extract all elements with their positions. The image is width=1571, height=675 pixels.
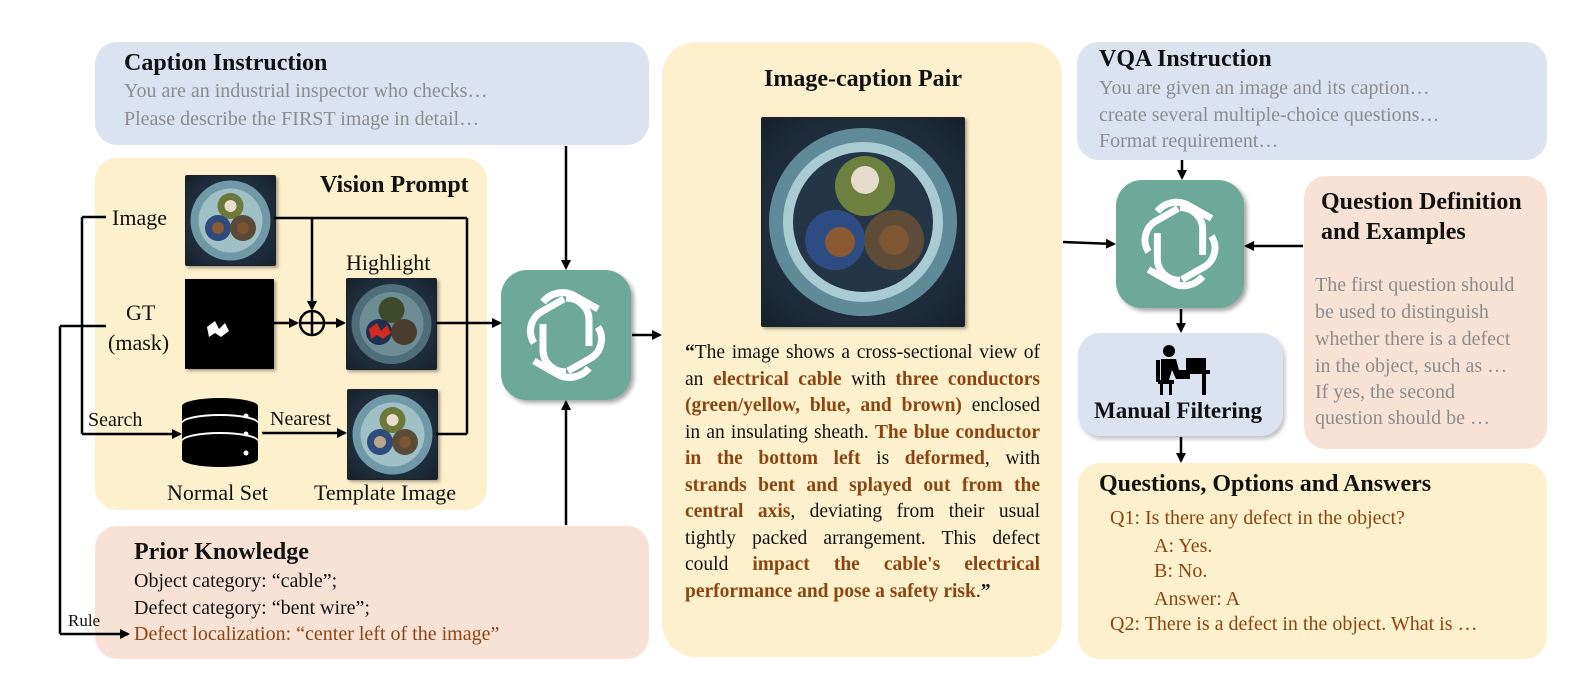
question-definition-line5: If yes, the second (1315, 381, 1455, 403)
openai-logo-icon (527, 289, 605, 381)
manual-filtering-label: Manual Filtering (1094, 398, 1263, 423)
caption-highlight-segment: The blue conductor in the bottom left (685, 421, 1041, 470)
gpt-icon-right (1116, 180, 1244, 308)
qoa-title: Questions, Options and Answers (1099, 471, 1432, 497)
caption-text: “The image shows a cross-sectional view … (685, 340, 1040, 605)
qoa-q2: Q2: There is a defect in the object. Wha… (1110, 613, 1478, 635)
nearest-label: Nearest (270, 408, 332, 430)
question-definition-line3: whether there is a defect (1315, 328, 1511, 350)
vqa-instruction-panel (1077, 42, 1547, 160)
qoa-q1: Q1: Is there any defect in the object? (1110, 507, 1405, 529)
qoa-panel (1078, 463, 1547, 659)
vqa-instruction-title: VQA Instruction (1099, 46, 1272, 72)
vision-prompt-title: Vision Prompt (320, 172, 469, 198)
question-definition-title-line2: and Examples (1321, 219, 1466, 245)
caption-segment: is (860, 448, 905, 469)
qoa-option-a: A: Yes. (1154, 535, 1213, 557)
question-definition-line6: question should be … (1315, 407, 1490, 429)
image-caption-pair-title: Image-caption Pair (764, 66, 962, 92)
vqa-instruction-line3: Format requirement… (1099, 130, 1279, 152)
question-definition-panel (1304, 176, 1547, 449)
prior-knowledge-panel (95, 526, 649, 659)
vqa-instruction-line2: create several multiple-choice questions… (1099, 104, 1440, 126)
caption-segment: ” (980, 580, 991, 602)
cable-image-thumbnail (185, 175, 276, 266)
caption-pair-to-gpt (1062, 238, 1116, 249)
caption-instruction-title: Caption Instruction (124, 50, 328, 76)
template-image-label: Template Image (314, 480, 457, 505)
image-label: Image (112, 205, 167, 230)
mask-label: (mask) (108, 330, 170, 355)
database-icon (180, 397, 260, 469)
highlight-label: Highlight (346, 250, 431, 275)
normal-set-label: Normal Set (167, 480, 268, 505)
question-definition-line1: The first question should (1315, 274, 1515, 296)
caption-highlight-segment: three conductors (green/yellow, blue, an… (685, 368, 1040, 417)
caption-instruction-line2: Please describe the FIRST image in detai… (124, 108, 480, 130)
cable-main-image (761, 117, 965, 327)
qoa-option-b: B: No. (1154, 560, 1208, 582)
question-definition-line2: be used to distinguish (1315, 301, 1489, 323)
caption-highlight-segment: impact the cable's electrical performanc… (685, 554, 1041, 602)
caption-instruction-line1: You are an industrial inspector who chec… (124, 80, 488, 102)
caption-highlight-segment: deformed (904, 448, 985, 469)
manual-filtering-panel (1078, 333, 1283, 436)
caption-highlight-segment: electrical cable (712, 368, 842, 390)
gt-label: GT (126, 300, 156, 325)
rule-label: Rule (68, 611, 101, 630)
caption-segment: The image shows a cross-sectional view o… (685, 342, 1040, 390)
prior-knowledge-line2: Defect category: “bent wire”; (134, 597, 370, 619)
gpt-icon-center (501, 270, 631, 400)
search-label: Search (88, 409, 143, 431)
caption-instruction-panel (95, 42, 649, 145)
qoa-answer: Answer: A (1154, 588, 1241, 610)
caption-segment: “ (685, 342, 695, 363)
question-definition-title-line1: Question Definition (1321, 189, 1522, 215)
caption-segment: , deviating from their usual tightly pac… (685, 501, 1040, 575)
gt-mask-image (185, 279, 274, 369)
prior-knowledge-line3: Defect localization: “center left of the… (134, 623, 500, 645)
caption-segment: , with (984, 448, 1040, 469)
prior-knowledge-title: Prior Knowledge (134, 539, 309, 565)
template-image-thumbnail (347, 389, 438, 480)
prior-knowledge-line1: Object category: “cable”; (134, 570, 338, 592)
caption-segment: with (841, 368, 896, 390)
vqa-instruction-line1: You are given an image and its caption… (1099, 77, 1430, 99)
caption-segment: enclosed in an insulating sheath. (685, 395, 1040, 443)
caption-highlight-segment: strands bent and splayed out from the ce… (685, 474, 1040, 523)
highlight-image-thumbnail (346, 278, 437, 370)
caption-segment: . (975, 580, 981, 602)
person-at-desk-icon (1152, 344, 1210, 396)
openai-logo-icon-2 (1141, 198, 1219, 290)
question-definition-line4: in the object, such as … (1315, 355, 1508, 377)
